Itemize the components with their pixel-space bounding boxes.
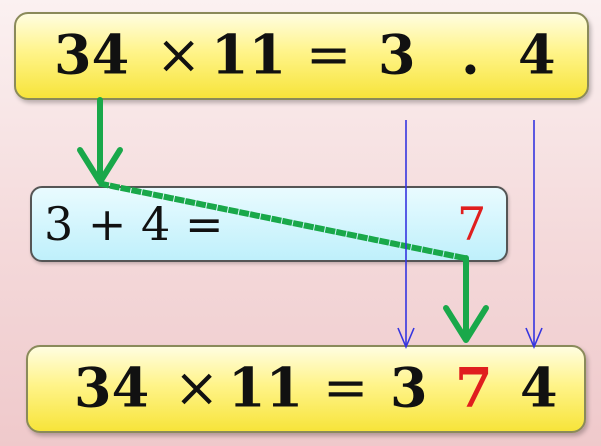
top-equation-box: 34 × 11 = 3 . 4 [14, 12, 589, 100]
bottom-digit-1: 3 [390, 355, 428, 420]
green-arrow-down-left [77, 97, 123, 185]
bottom-operand-b: 11 [228, 355, 304, 420]
blue-arrow-right [525, 120, 543, 350]
top-digit-1: 3 [378, 22, 416, 87]
bottom-equation-box: 34 × 11 = 3 7 4 [26, 345, 586, 433]
top-digit-3: 4 [518, 22, 556, 87]
bottom-equals-sign: = [323, 356, 369, 420]
blue-arrow-head-left [397, 327, 415, 350]
sum-result: 7 [457, 197, 487, 251]
bottom-times-sign: × [174, 356, 220, 420]
sum-expression: 3 + 4 = [44, 197, 224, 251]
top-equals-sign: = [306, 23, 352, 87]
bottom-digit-3: 4 [520, 355, 558, 420]
top-times-sign: × [156, 23, 202, 87]
blue-arrow-head-right [525, 327, 543, 350]
green-dotted-link [98, 180, 468, 262]
bottom-digit-2: 7 [455, 355, 493, 420]
top-operand-a: 34 [54, 22, 130, 87]
green-arrow-down-right [443, 255, 489, 343]
bottom-operand-a: 34 [74, 355, 150, 420]
top-operand-b: 11 [211, 22, 287, 87]
green-arrow-head-right [443, 305, 489, 343]
top-digit-placeholder: . [461, 22, 480, 87]
blue-arrow-left [397, 120, 415, 350]
